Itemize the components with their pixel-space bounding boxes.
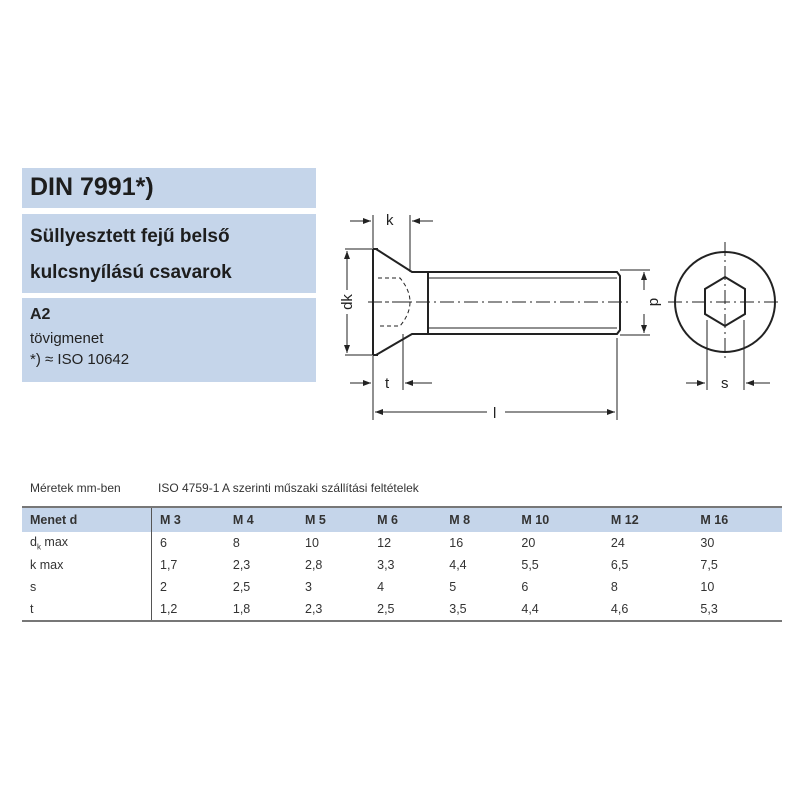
header-cell: Menet d <box>22 506 152 532</box>
label-t: t <box>385 375 390 392</box>
label-s: s <box>721 375 729 392</box>
table-cell: 6,5 <box>610 558 629 572</box>
table-cell: 1,7 <box>160 558 178 572</box>
header-cell: M 6 <box>369 506 442 532</box>
spec-box: A2 tövigmenet *) ≈ ISO 10642 <box>22 298 316 382</box>
table-row: k max 1,7 2,3 2,8 3,3 4,4 5,5 6,5 7,5 <box>22 554 782 576</box>
screw-side-view <box>372 248 621 356</box>
table-cell: 3,3 <box>377 558 395 572</box>
product-name-box: Süllyesztett fejű belső kulcsnyílású csa… <box>22 214 316 293</box>
header-cell: M 3 <box>151 506 225 532</box>
table-cell: 24 <box>610 536 625 550</box>
table-header-row: Menet d M 3 M 4 M 5 M 6 M 8 M 10 M 12 M … <box>22 506 782 532</box>
table-cell: 6 <box>521 580 529 594</box>
row-label: k max <box>22 554 152 576</box>
header-cell: M 10 <box>513 506 603 532</box>
table-cell: 2 <box>160 580 167 594</box>
label-k: k <box>386 212 394 229</box>
table-row: dk max 6 8 10 12 16 20 24 30 <box>22 532 782 554</box>
table-cell: 4,6 <box>602 598 693 622</box>
row-label-text: s <box>30 580 37 594</box>
header-cell: M 8 <box>441 506 514 532</box>
table-cell: 5,5 <box>521 558 539 572</box>
table-cell: 2,5 <box>369 598 442 622</box>
header-cell: M 16 <box>692 506 782 532</box>
table-cell: 3 <box>305 580 312 594</box>
table-cell: 4,4 <box>449 558 467 572</box>
row-label-text: d <box>30 534 37 549</box>
product-name-line2: kulcsnyílású csavarok <box>30 262 232 283</box>
table-cell: 2,5 <box>232 580 251 594</box>
thread-type: tövigmenet <box>30 330 104 347</box>
screw-head-front-view <box>668 242 782 360</box>
table-cell: 20 <box>521 536 536 550</box>
table-cell: 4,4 <box>513 598 603 622</box>
table-cell: 2,8 <box>305 558 323 572</box>
label-dk: dk <box>339 294 356 310</box>
title-box: DIN 7991*) <box>22 168 316 208</box>
table-cell: 3,5 <box>441 598 514 622</box>
label-d: d <box>646 298 663 306</box>
row-label-text: k max <box>30 558 64 572</box>
header-cell: M 4 <box>224 506 297 532</box>
row-label-subscript: k <box>36 542 41 552</box>
units-caption: Méretek mm-ben <box>30 481 121 495</box>
table-cell: 2,3 <box>232 558 251 572</box>
label-l: l <box>493 405 496 422</box>
table-cell: 5 <box>449 580 457 594</box>
header-cell: M 5 <box>297 506 370 532</box>
table-cell: 30 <box>700 536 715 550</box>
table-cell: 8 <box>610 580 618 594</box>
table-cell: 1,2 <box>151 598 225 622</box>
dimensions-table: Menet d M 3 M 4 M 5 M 6 M 8 M 10 M 12 M … <box>22 506 782 622</box>
standard-caption: ISO 4759-1 A szerinti műszaki szállítási… <box>158 481 419 495</box>
row-label: t <box>22 598 152 622</box>
standard-title: DIN 7991*) <box>30 173 154 201</box>
table-cell: 6 <box>160 536 167 550</box>
table-cell: 8 <box>232 536 240 550</box>
table-cell: 5,3 <box>692 598 782 622</box>
dimension-lines <box>345 215 770 420</box>
table-cell: 10 <box>305 536 319 550</box>
table-cell: 16 <box>449 536 464 550</box>
row-label-suffix: max <box>40 534 69 549</box>
table-cell: 2,3 <box>297 598 370 622</box>
table-cell: 7,5 <box>700 558 718 572</box>
table-cell: 12 <box>377 536 392 550</box>
product-name-line1: Süllyesztett fejű belső <box>30 226 230 247</box>
material: A2 <box>30 306 51 323</box>
row-label-text: t <box>30 602 34 616</box>
row-label: dk max <box>22 532 152 554</box>
table-row: s 2 2,5 3 4 5 6 8 10 <box>22 576 782 598</box>
row-label: s <box>22 576 152 598</box>
table-cell: 10 <box>700 580 715 594</box>
header-cell: M 12 <box>602 506 693 532</box>
iso-note: *) ≈ ISO 10642 <box>30 351 130 368</box>
table-cell: 1,8 <box>224 598 297 622</box>
table-cell: 4 <box>377 580 385 594</box>
